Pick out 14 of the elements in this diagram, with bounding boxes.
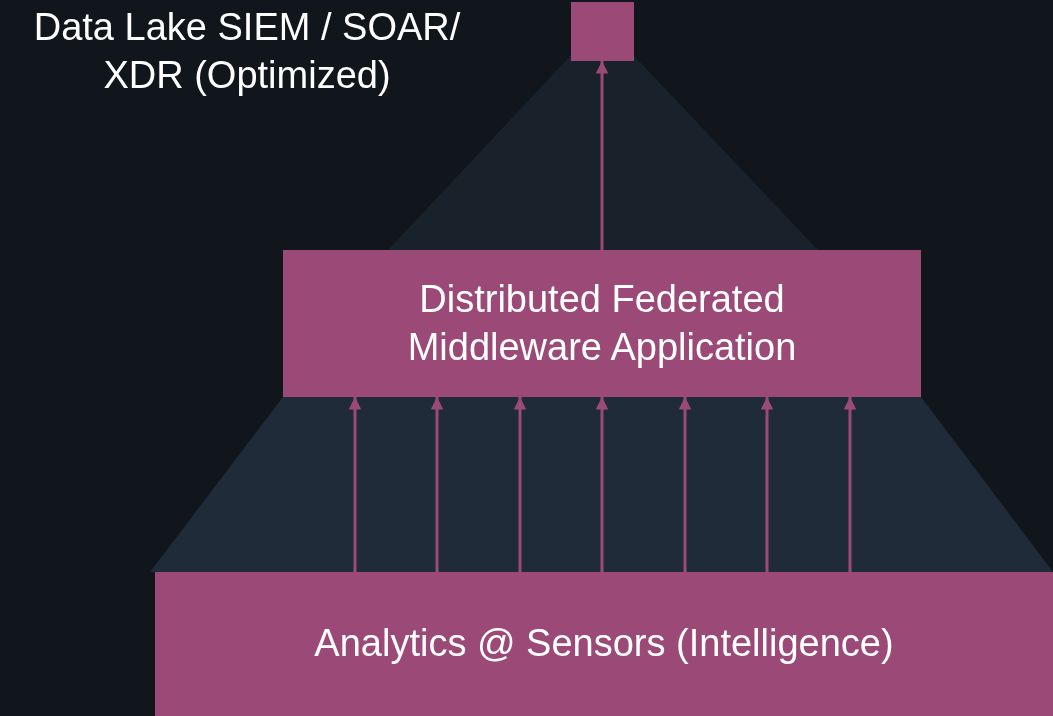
box-label: Distributed Federated Middleware Application [406, 277, 798, 370]
arrow [513, 397, 527, 572]
box-label: Analytics @ Sensors (Intelligence) [314, 621, 894, 667]
arrow [348, 397, 362, 572]
arrow [678, 397, 692, 572]
arrow [760, 397, 774, 572]
process-box [155, 572, 1053, 716]
arrow [595, 397, 609, 572]
square-box [571, 2, 634, 61]
layer-label: Data Lake SIEM / SOAR/ XDR (Optimized) [32, 5, 462, 98]
arrow [595, 61, 609, 250]
arrow [843, 397, 857, 572]
arrow [430, 397, 444, 572]
process-box [283, 250, 921, 397]
